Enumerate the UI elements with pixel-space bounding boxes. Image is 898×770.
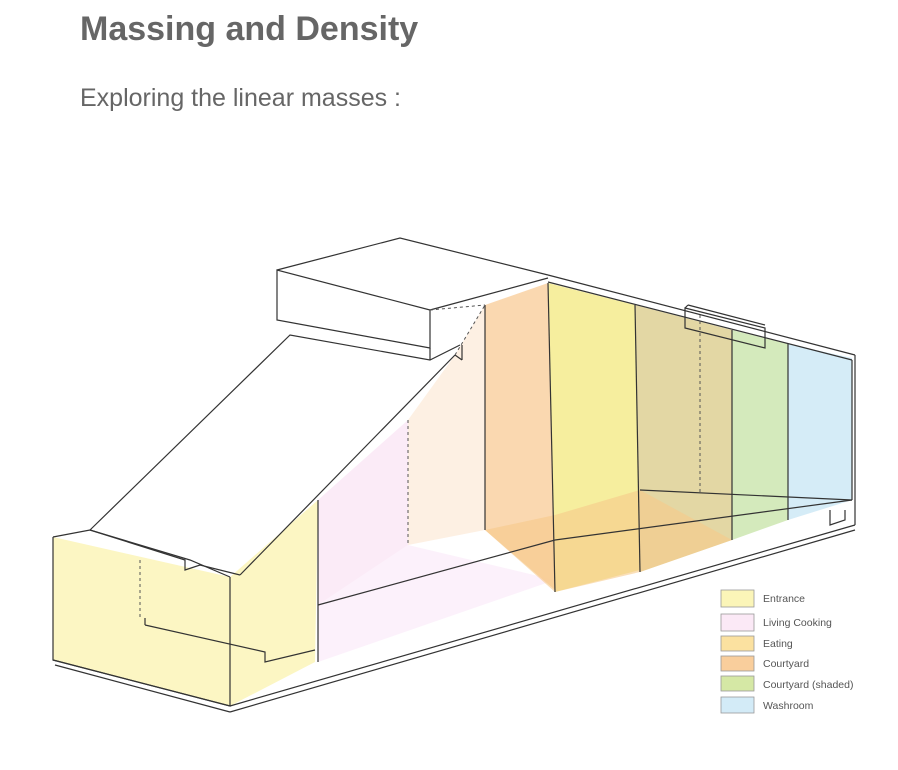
legend: Entrance Living Cooking Eating Courtyard… xyxy=(720,589,853,714)
legend-label-courtyard-shaded: Courtyard (shaded) xyxy=(763,679,853,691)
zone-green xyxy=(732,330,788,540)
zone-floor-orange xyxy=(485,490,732,592)
legend-swatch-courtyard-shaded xyxy=(720,675,755,692)
zone-living-cooking xyxy=(318,420,408,605)
legend-swatch-eating xyxy=(720,635,755,652)
legend-label-eating: Eating xyxy=(763,638,793,650)
zone-washroom xyxy=(788,344,852,520)
dashed-lines xyxy=(139,304,701,620)
color-zones xyxy=(53,283,852,706)
legend-swatch-courtyard xyxy=(720,655,755,672)
legend-label-entrance: Entrance xyxy=(763,593,805,605)
zone-entrance xyxy=(53,500,318,706)
zone-living-floor xyxy=(318,545,555,662)
zone-eating xyxy=(485,283,555,590)
legend-swatch-washroom xyxy=(720,696,755,714)
zone-entry-wash xyxy=(408,305,485,545)
legend-swatch-living-cooking xyxy=(720,613,755,632)
legend-label-washroom: Washroom xyxy=(763,700,814,712)
page-subtitle: Exploring the linear masses : xyxy=(80,84,401,112)
legend-label-courtyard: Courtyard xyxy=(763,658,809,670)
page-title: Massing and Density xyxy=(80,10,419,48)
legend-label-living-cooking: Living Cooking xyxy=(763,617,832,629)
legend-swatch-entrance xyxy=(720,589,755,608)
